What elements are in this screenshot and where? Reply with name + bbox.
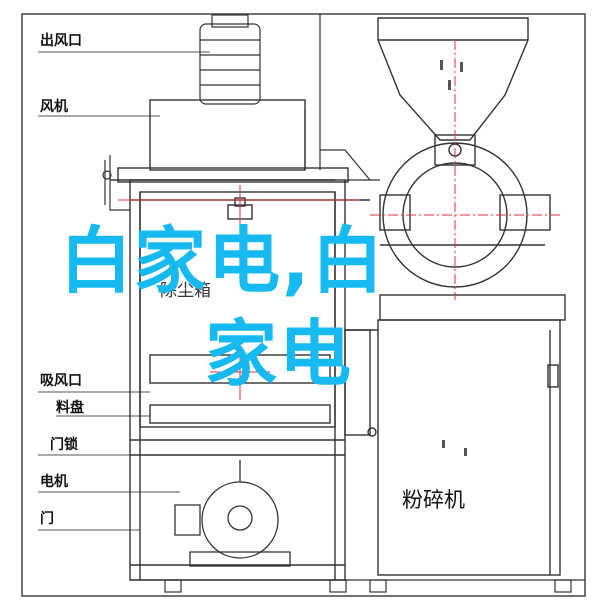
grinder-cabinet: [344, 319, 561, 576]
machine-feet: [130, 579, 585, 593]
leader-lines: [38, 51, 210, 531]
vent-marks: [440, 60, 467, 456]
label-grinder: 粉碎机: [402, 488, 465, 512]
duct: [304, 14, 380, 181]
fan-motor: [199, 14, 261, 105]
watermark-line2: 家电: [205, 312, 354, 396]
label-suction: 吸风口: [40, 373, 82, 389]
label-motor: 电机: [40, 474, 68, 490]
center-lines: [118, 40, 560, 400]
label-door: 门: [40, 511, 54, 527]
label-outlet: 出风口: [40, 33, 82, 49]
label-fan: 风机: [40, 99, 68, 115]
label-tray: 料盘: [56, 400, 84, 416]
label-dust-box: 除尘箱: [160, 281, 211, 301]
side-bracket: [102, 155, 130, 211]
label-door-lock: 门锁: [50, 437, 78, 453]
bottom-motor: [174, 460, 291, 567]
grinder-body: [379, 142, 566, 321]
watermark-line1: 白家电,白: [60, 219, 386, 303]
outer-frame: [21, 13, 586, 597]
